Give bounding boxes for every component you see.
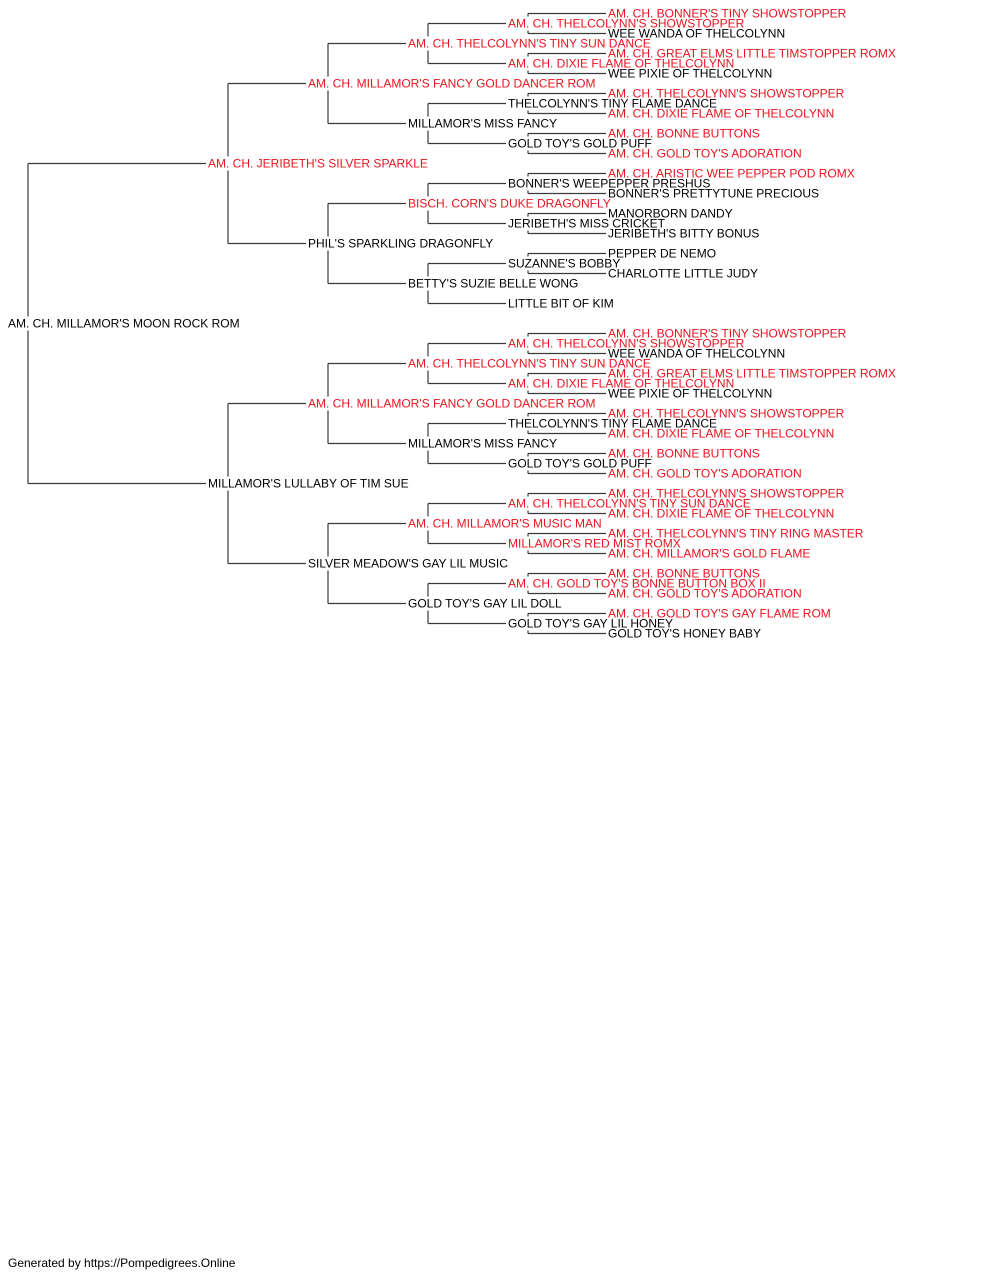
ancestor-name: AM. CH. GOLD TOY'S ADORATION (608, 587, 802, 601)
ancestor-name: CHARLOTTE LITTLE JUDY (608, 267, 758, 281)
ancestor-name: BONNER'S WEEPEPPER PRESHUS (508, 177, 710, 191)
ancestor-name: AM. CH. MILLAMOR'S FANCY GOLD DANCER ROM (308, 397, 595, 411)
ancestor-name: GOLD TOY'S HONEY BABY (608, 627, 761, 641)
ancestor-name: AM. CH. THELCOLYNN'S SHOWSTOPPER (608, 407, 845, 421)
ancestor-name: MILLAMOR'S LULLABY OF TIM SUE (208, 477, 409, 491)
ancestor-name: GOLD TOY'S GOLD PUFF (508, 137, 652, 151)
ancestor-name: SILVER MEADOW'S GAY LIL MUSIC (308, 557, 508, 571)
ancestor-name: AM. CH. DIXIE FLAME OF THELCOLYNN (608, 427, 834, 441)
ancestor-name: AM. CH. GOLD TOY'S BONNE BUTTON BOX II (508, 577, 766, 591)
ancestor-name: WEE PIXIE OF THELCOLYNN (608, 387, 772, 401)
footer-credit: Generated by https://Pompedigrees.Online (8, 1256, 236, 1270)
ancestor-name: AM. CH. THELCOLYNN'S TINY RING MASTER (608, 527, 864, 541)
ancestor-name: AM. CH. GREAT ELMS LITTLE TIMSTOPPER ROM… (608, 367, 896, 381)
ancestor-name: AM. CH. THELCOLYNN'S SHOWSTOPPER (608, 87, 845, 101)
ancestor-name: MILLAMOR'S RED MIST ROMX (508, 537, 681, 551)
ancestor-name: AM. CH. BONNE BUTTONS (608, 567, 760, 581)
ancestor-name: GOLD TOY'S GAY LIL HONEY (508, 617, 673, 631)
ancestor-name: WEE WANDA OF THELCOLYNN (608, 27, 785, 41)
ancestor-name: AM. CH. THELCOLYNN'S TINY SUN DANCE (408, 37, 651, 51)
ancestor-name: WEE PIXIE OF THELCOLYNN (608, 67, 772, 81)
ancestor-name: WEE WANDA OF THELCOLYNN (608, 347, 785, 361)
ancestor-name: AM. CH. THELCOLYNN'S TINY SUN DANCE (508, 497, 751, 511)
ancestor-name: AM. CH. DIXIE FLAME OF THELCOLYNN (608, 107, 834, 121)
ancestor-name: LITTLE BIT OF KIM (508, 297, 614, 311)
ancestor-name: BISCH. CORN'S DUKE DRAGONFLY (408, 197, 611, 211)
ancestor-name: AM. CH. DIXIE FLAME OF THELCOLYNN (508, 57, 734, 71)
ancestor-name: AM. CH. MILLAMOR'S FANCY GOLD DANCER ROM (308, 77, 595, 91)
ancestor-name: AM. CH. THELCOLYNN'S TINY SUN DANCE (408, 357, 651, 371)
ancestor-name: THELCOLYNN'S TINY FLAME DANCE (508, 97, 717, 111)
ancestor-name: BONNER'S PRETTYTUNE PRECIOUS (608, 187, 819, 201)
ancestor-name: AM. CH. THELCOLYNN'S SHOWSTOPPER (508, 337, 745, 351)
ancestor-name: AM. CH. BONNER'S TINY SHOWSTOPPER (608, 327, 847, 341)
ancestor-name: AM. CH. MILLAMOR'S GOLD FLAME (608, 547, 810, 561)
ancestor-name: SUZANNE'S BOBBY (508, 257, 620, 271)
ancestor-name: AM. CH. THELCOLYNN'S SHOWSTOPPER (508, 17, 745, 31)
ancestor-name: AM. CH. BONNE BUTTONS (608, 447, 760, 461)
ancestor-name: BETTY'S SUZIE BELLE WONG (408, 277, 578, 291)
ancestor-name: AM. CH. DIXIE FLAME OF THELCOLYNN (508, 377, 734, 391)
ancestor-name: AM. CH. JERIBETH'S SILVER SPARKLE (208, 157, 428, 171)
ancestor-name: THELCOLYNN'S TINY FLAME DANCE (508, 417, 717, 431)
ancestor-name: AM. CH. ARISTIC WEE PEPPER POD ROMX (608, 167, 855, 181)
ancestor-name: GOLD TOY'S GAY LIL DOLL (408, 597, 562, 611)
ancestor-name: PEPPER DE NEMO (608, 247, 716, 261)
ancestor-name: GOLD TOY'S GOLD PUFF (508, 457, 652, 471)
ancestor-name: AM. CH. THELCOLYNN'S SHOWSTOPPER (608, 487, 845, 501)
ancestor-name: AM. CH. GREAT ELMS LITTLE TIMSTOPPER ROM… (608, 47, 896, 61)
subject-name: AM. CH. MILLAMOR'S MOON ROCK ROM (8, 317, 240, 331)
ancestor-name: AM. CH. DIXIE FLAME OF THELCOLYNN (608, 507, 834, 521)
ancestor-name: AM. CH. MILLAMOR'S MUSIC MAN (408, 517, 602, 531)
ancestor-name: MILLAMOR'S MISS FANCY (408, 437, 557, 451)
ancestor-name: JERIBETH'S BITTY BONUS (608, 227, 759, 241)
ancestor-name: MANORBORN DANDY (608, 207, 733, 221)
ancestor-name: PHIL'S SPARKLING DRAGONFLY (308, 237, 493, 251)
ancestor-name: AM. CH. GOLD TOY'S ADORATION (608, 147, 802, 161)
ancestor-name: AM. CH. GOLD TOY'S ADORATION (608, 467, 802, 481)
ancestor-name: JERIBETH'S MISS CRICKET (508, 217, 666, 231)
ancestor-name: AM. CH. GOLD TOY'S GAY FLAME ROM (608, 607, 831, 621)
ancestor-name: AM. CH. BONNER'S TINY SHOWSTOPPER (608, 7, 847, 21)
ancestor-name: MILLAMOR'S MISS FANCY (408, 117, 557, 131)
ancestor-name: AM. CH. BONNE BUTTONS (608, 127, 760, 141)
